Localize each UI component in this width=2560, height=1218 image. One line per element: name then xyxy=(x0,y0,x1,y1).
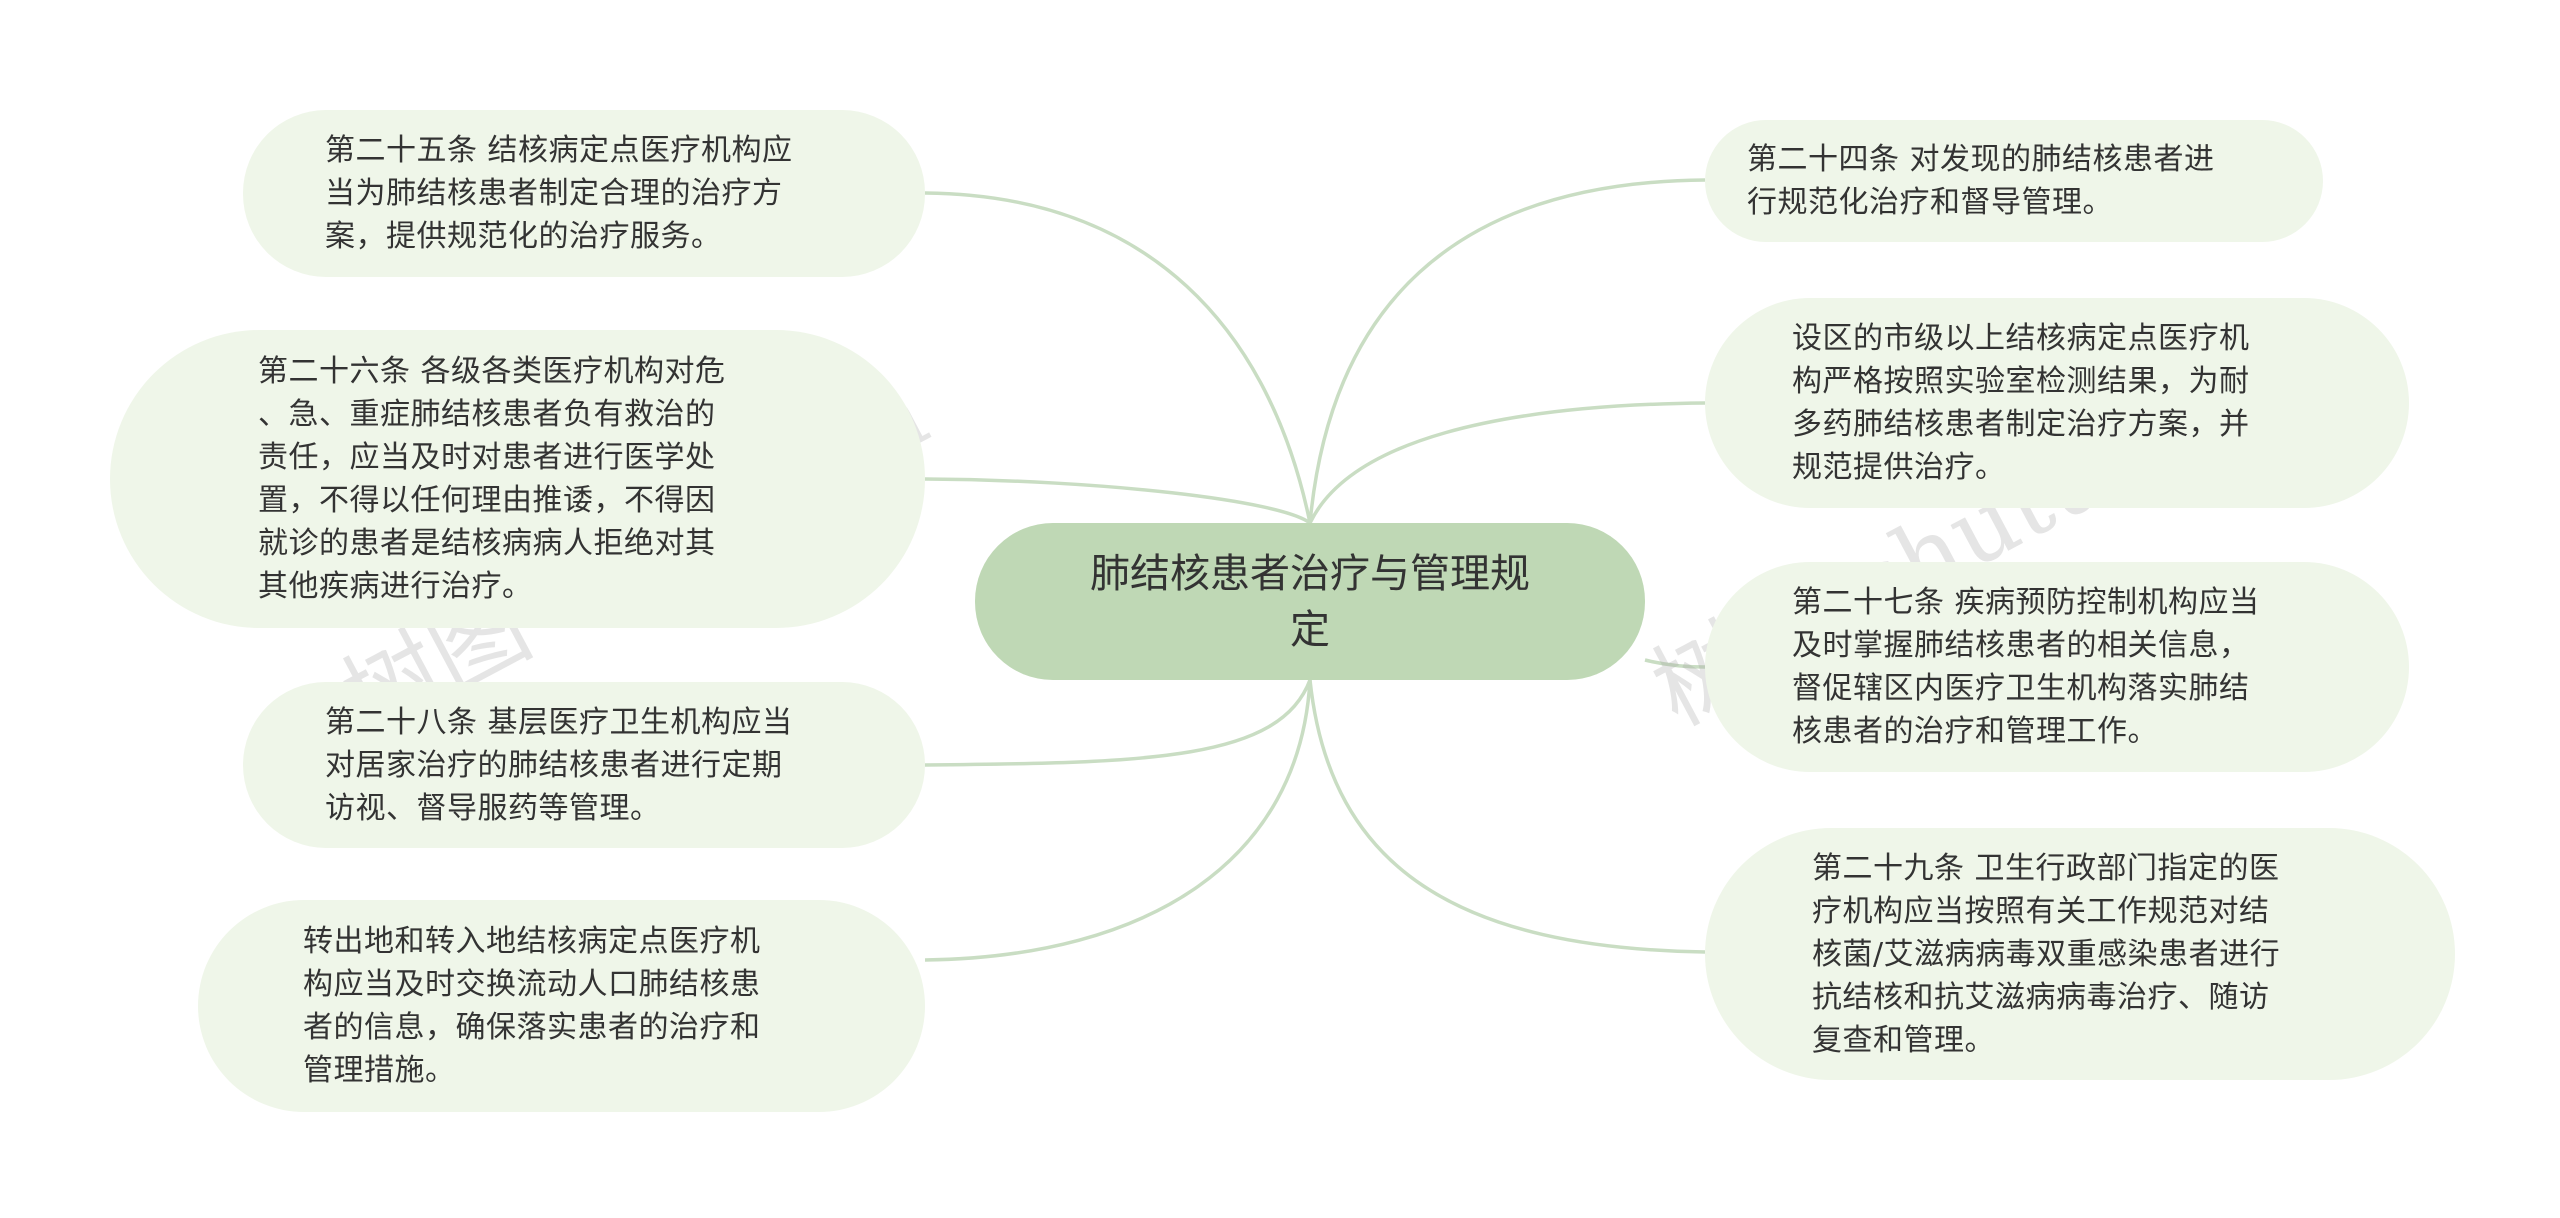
topic-node-art26[interactable]: 第二十六条 各级各类医疗机构对危 、急、重症肺结核患者负有救治的 责任，应当及时… xyxy=(110,330,925,628)
topic-node-art25[interactable]: 第二十五条 结核病定点医疗机构应 当为肺结核患者制定合理的治疗方 案，提供规范化… xyxy=(243,110,925,277)
edge-art24 xyxy=(1308,178,1706,524)
topic-node-label: 第二十五条 结核病定点医疗机构应 当为肺结核患者制定合理的治疗方 案，提供规范化… xyxy=(325,133,793,254)
edge-city xyxy=(1308,401,1706,524)
central-topic-label: 肺结核患者治疗与管理规 定 xyxy=(1090,550,1530,653)
edge-transfer xyxy=(924,679,1312,962)
topic-node-label: 第二十七条 疾病预防控制机构应当 及时掌握肺结核患者的相关信息， 督促辖区内医疗… xyxy=(1792,585,2260,749)
topic-node-label: 转出地和转入地结核病定点医疗机 构应当及时交换流动人口肺结核患 者的信息，确保落… xyxy=(303,924,761,1088)
central-topic[interactable]: 肺结核患者治疗与管理规 定 xyxy=(975,523,1645,680)
topic-node-label: 设区的市级以上结核病定点医疗机 构严格按照实验室检测结果，为耐 多药肺结核患者制… xyxy=(1792,321,2250,485)
topic-node-label: 第二十九条 卫生行政部门指定的医 疗机构应当按照有关工作规范对结 核菌/艾滋病病… xyxy=(1812,850,2281,1058)
edge-art28 xyxy=(924,679,1312,767)
edge-art27 xyxy=(1644,658,1706,669)
topic-node-label: 第二十八条 基层医疗卫生机构应当 对居家治疗的肺结核患者进行定期 访视、督导服药… xyxy=(325,704,793,826)
topic-node-label: 第二十四条 对发现的肺结核患者进 行规范化治疗和督导管理。 xyxy=(1747,142,2215,220)
edge-art25 xyxy=(924,191,1312,524)
edge-art26 xyxy=(924,477,1312,525)
topic-node-art29[interactable]: 第二十九条 卫生行政部门指定的医 疗机构应当按照有关工作规范对结 核菌/艾滋病病… xyxy=(1705,828,2455,1080)
topic-node-art28[interactable]: 第二十八条 基层医疗卫生机构应当 对居家治疗的肺结核患者进行定期 访视、督导服药… xyxy=(243,682,925,848)
topic-node-label: 第二十六条 各级各类医疗机构对危 、急、重症肺结核患者负有救治的 责任，应当及时… xyxy=(258,354,726,604)
topic-node-city[interactable]: 设区的市级以上结核病定点医疗机 构严格按照实验室检测结果，为耐 多药肺结核患者制… xyxy=(1705,298,2409,508)
edge-art29 xyxy=(1308,679,1706,954)
topic-node-transfer[interactable]: 转出地和转入地结核病定点医疗机 构应当及时交换流动人口肺结核患 者的信息，确保落… xyxy=(198,900,925,1112)
topic-node-art27[interactable]: 第二十七条 疾病预防控制机构应当 及时掌握肺结核患者的相关信息， 督促辖区内医疗… xyxy=(1705,562,2409,772)
topic-node-art24[interactable]: 第二十四条 对发现的肺结核患者进 行规范化治疗和督导管理。 xyxy=(1705,120,2323,242)
